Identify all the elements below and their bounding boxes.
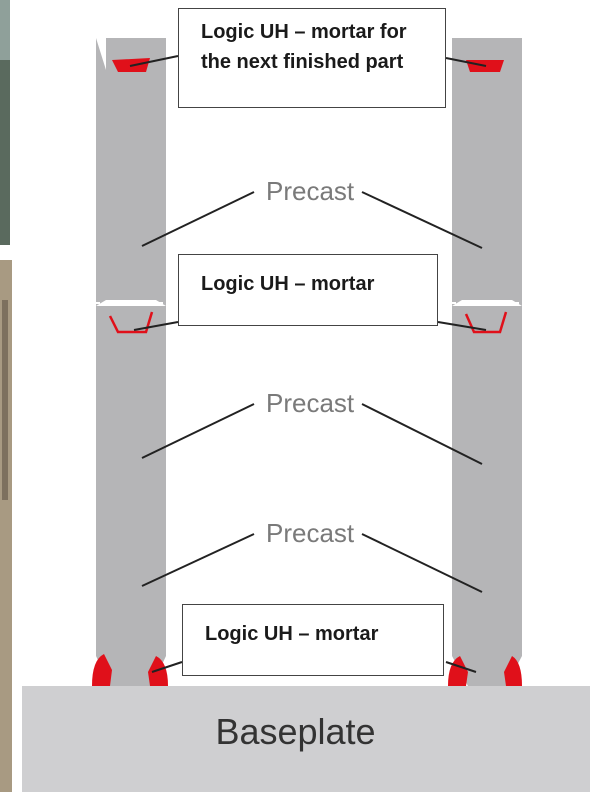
callout-bottom-text: Logic UH – mortar bbox=[205, 623, 379, 645]
mortar-middle-left bbox=[108, 311, 154, 334]
baseplate bbox=[22, 686, 590, 792]
mortar-bottom-right-b bbox=[504, 656, 522, 686]
callout-bottom: Logic UH – mortar bbox=[182, 604, 444, 676]
callout-middle-text: Logic UH – mortar bbox=[201, 273, 375, 295]
precast-column-left bbox=[96, 38, 166, 686]
callout-top: Logic UH – mortar for the next finished … bbox=[178, 8, 446, 108]
callout-top-text: Logic UH – mortar for the next finished … bbox=[201, 21, 407, 73]
baseplate-label: Baseplate bbox=[215, 711, 376, 752]
precast-column-right bbox=[452, 38, 522, 686]
precast-label-2: Precast bbox=[262, 388, 359, 418]
precast-leaders bbox=[141, 191, 483, 593]
callout-middle: Logic UH – mortar bbox=[178, 254, 438, 326]
left-photo-strip bbox=[0, 0, 12, 792]
precast-label-3: Precast bbox=[262, 518, 359, 548]
callout-leaders bbox=[129, 55, 487, 673]
mortar-middle-right bbox=[464, 311, 508, 334]
precast-label-1: Precast bbox=[262, 176, 359, 206]
mortar-bottom-left-a bbox=[92, 654, 112, 686]
